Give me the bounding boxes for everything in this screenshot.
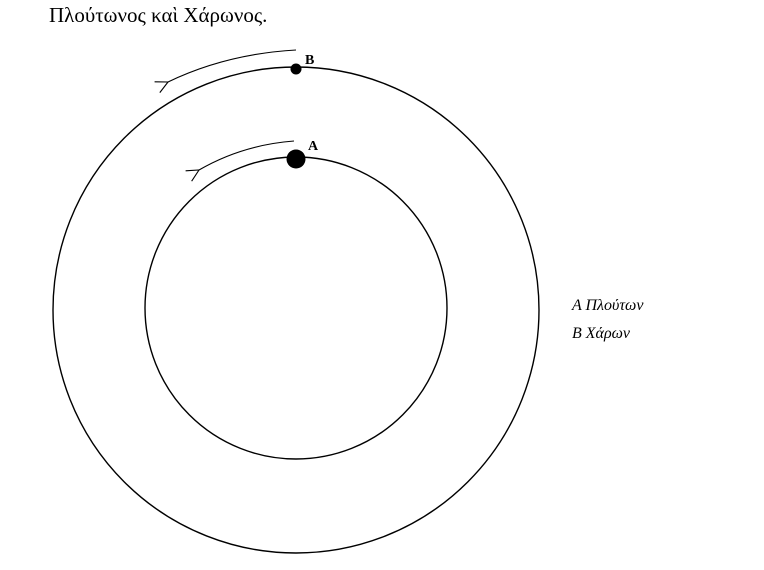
outer-orbit-arrow [168, 49, 297, 82]
outer-orbit [52, 66, 540, 554]
caption-text: Πλούτωνος καὶ Χάρωνος. [49, 3, 268, 27]
inner-orbit [144, 156, 448, 460]
point-b-label: B [305, 53, 314, 68]
legend-row-b: B Χάρων [572, 325, 631, 342]
legend: A Πλούτων B Χάρων [572, 292, 643, 348]
point-b-dot [290, 63, 302, 75]
point-a-dot [286, 149, 306, 169]
legend-row-a: A Πλούτων [572, 297, 644, 314]
point-a-label: A [308, 139, 319, 154]
inner-orbit-arrow [199, 140, 295, 170]
